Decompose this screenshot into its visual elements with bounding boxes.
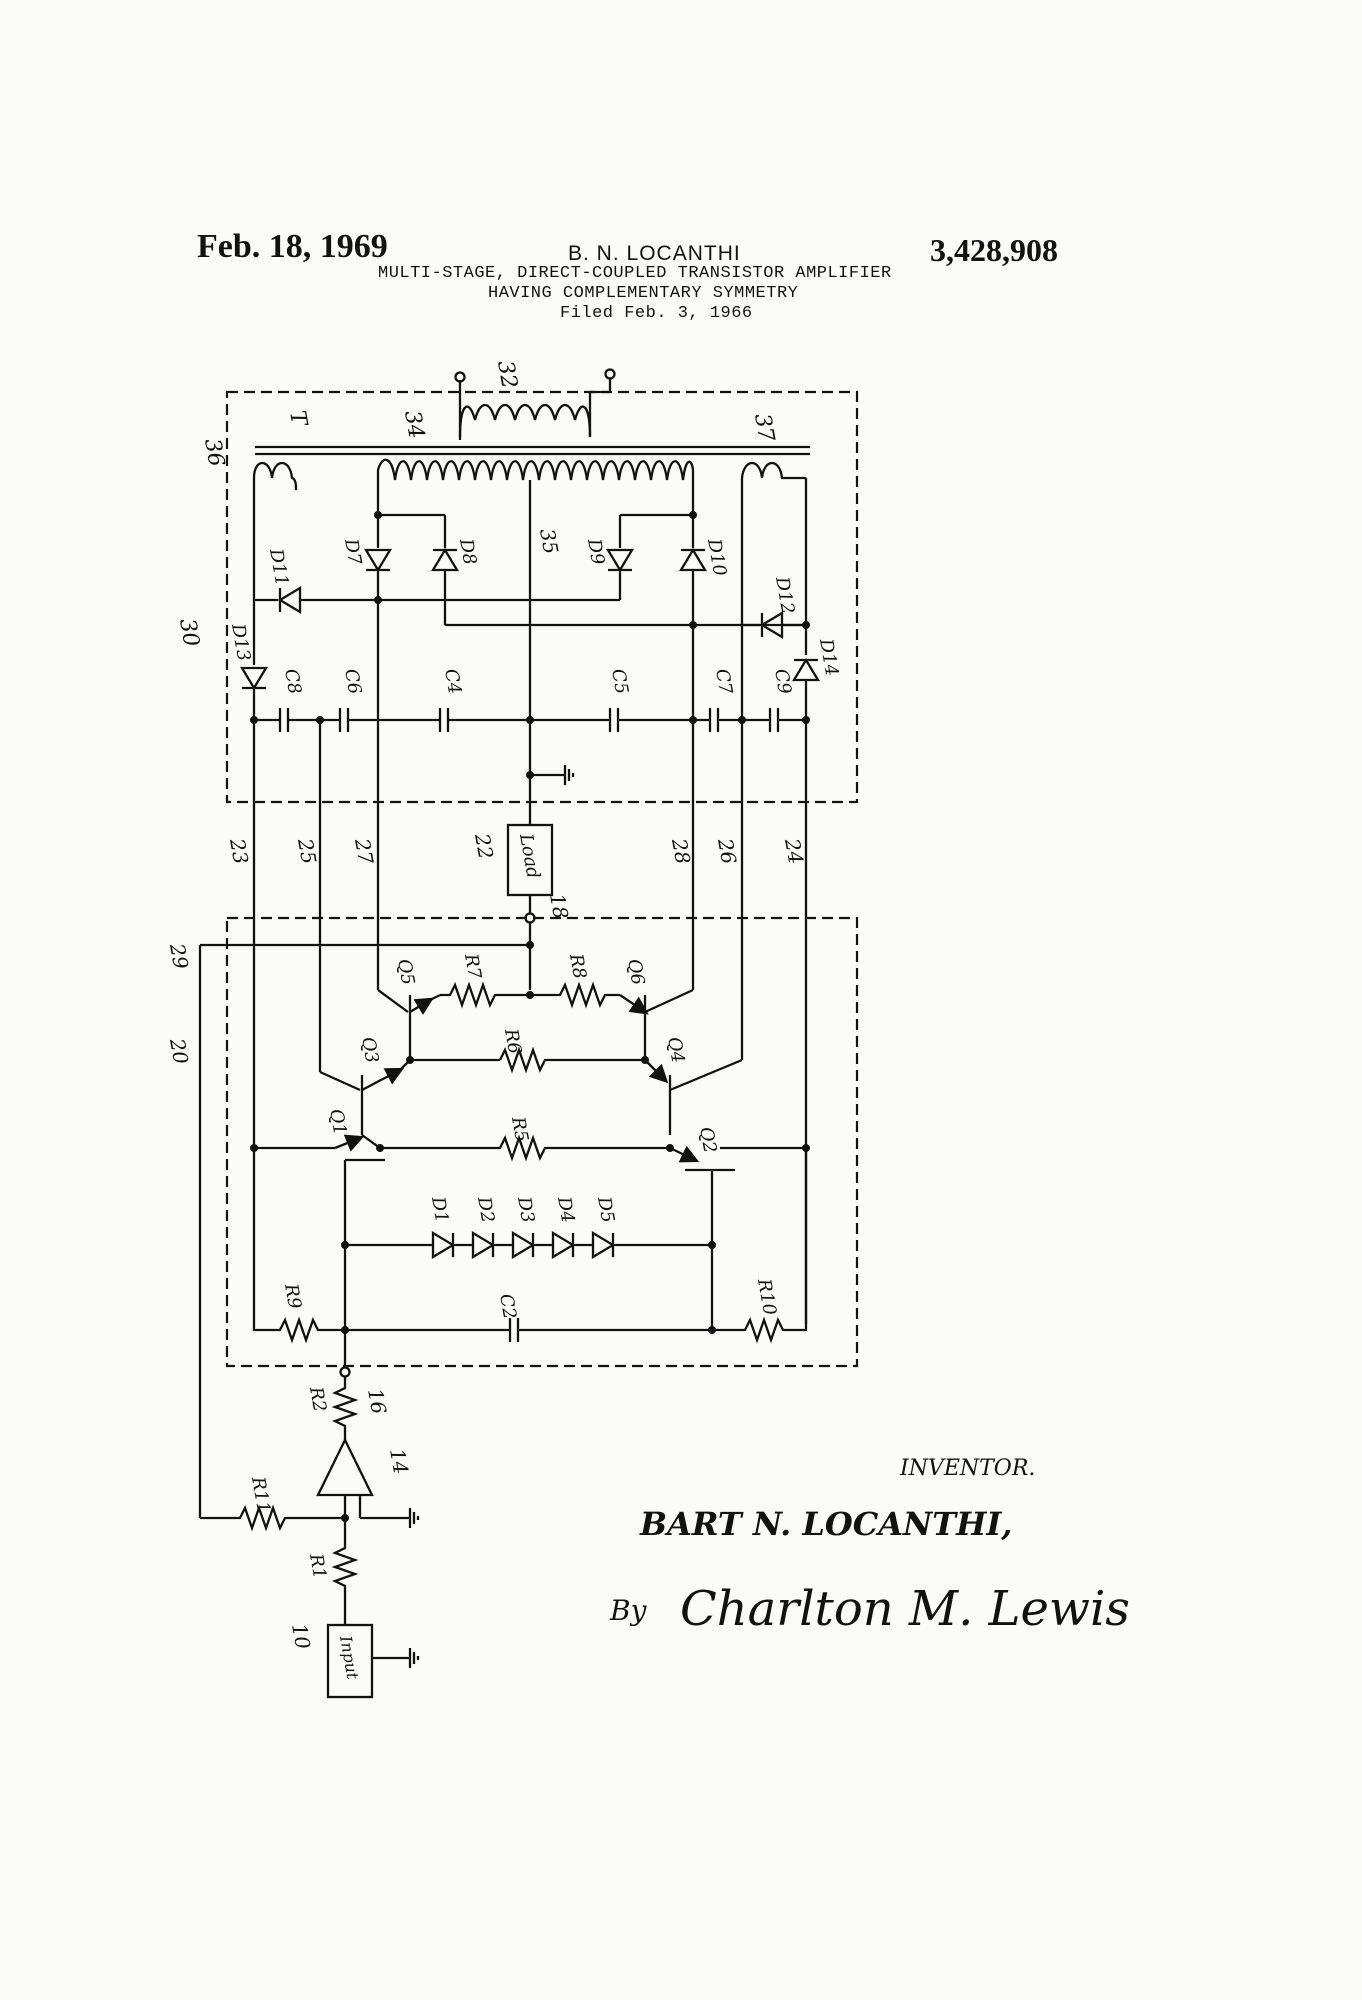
- transformer: [252, 368, 810, 525]
- signature-block: INVENTOR. BART N. LOCANTHI, By Charlton …: [609, 1456, 1130, 1637]
- label-35: 35: [535, 527, 563, 556]
- label-d3: D3: [513, 1194, 538, 1224]
- label-32: 32: [492, 359, 521, 391]
- input-label: Input: [336, 1633, 363, 1681]
- power-supply-box: [225, 390, 859, 804]
- label-q2: Q2: [695, 1125, 720, 1154]
- label-d5: D5: [593, 1194, 618, 1224]
- label-d1: D1: [427, 1194, 452, 1224]
- label-30: 30: [174, 617, 203, 649]
- label-25: 25: [293, 836, 321, 866]
- attorney-signature: Charlton M. Lewis: [680, 1581, 1130, 1637]
- label-29: 29: [165, 941, 193, 971]
- label-22: 22: [470, 831, 498, 861]
- label-26: 26: [713, 836, 741, 866]
- label-q1: Q1: [325, 1107, 350, 1136]
- supply-lines: [252, 490, 808, 1324]
- label-c4: C4: [440, 667, 465, 695]
- component-labels: T 32 34 36 37 35 30 D7 D8 D9 D10 D11 D12…: [165, 359, 842, 1681]
- label-d9: D9: [583, 536, 608, 566]
- label-d11: D11: [265, 546, 292, 587]
- label-20: 20: [165, 1036, 193, 1066]
- bias-network: [252, 1148, 808, 1368]
- label-c6: C6: [340, 667, 365, 695]
- label-r5: R5: [507, 1114, 532, 1143]
- filed-date: Filed Feb. 3, 1966: [560, 304, 753, 323]
- label-36: 36: [199, 437, 228, 469]
- label-c2: C2: [495, 1292, 520, 1320]
- label-d13: D13: [227, 621, 254, 662]
- label-c8: C8: [280, 667, 305, 695]
- label-q3: Q3: [357, 1035, 382, 1064]
- label-r7: R7: [460, 951, 485, 981]
- amplifier-box: [225, 916, 859, 1368]
- label-q5: Q5: [393, 957, 418, 986]
- label-d12: D12: [771, 574, 798, 615]
- label-27: 27: [350, 836, 378, 866]
- rectifier-network: [239, 478, 821, 785]
- title-line-2: HAVING COMPLEMENTARY SYMMETRY: [488, 284, 799, 303]
- label-r6: R6: [500, 1026, 525, 1055]
- label-34: 34: [399, 409, 428, 441]
- load-label: Load: [515, 831, 544, 880]
- input-box: [326, 1623, 374, 1699]
- label-r1: R1: [305, 1551, 330, 1580]
- output-stage: [377, 981, 694, 1060]
- label-d2: D2: [473, 1194, 498, 1224]
- label-q6: Q6: [623, 957, 648, 986]
- driver-stage: [319, 1046, 743, 1135]
- label-r9: R9: [280, 1281, 305, 1310]
- label-14: 14: [385, 1447, 413, 1476]
- input-chain: [200, 1366, 420, 1699]
- label-d4: D4: [553, 1194, 578, 1224]
- label-28: 28: [667, 836, 695, 866]
- inventor-name: B. N. LOCANTHI: [568, 242, 741, 265]
- input-stage: [250, 1134, 810, 1330]
- label-24: 24: [780, 836, 808, 866]
- label-d14: D14: [815, 636, 842, 677]
- label-c5: C5: [607, 667, 632, 695]
- label-37: 37: [749, 412, 778, 444]
- title-line-1: MULTI-STAGE, DIRECT-COUPLED TRANSISTOR A…: [378, 264, 892, 283]
- label-d7: D7: [340, 536, 365, 567]
- patent-number: 3,428,908: [930, 232, 1058, 268]
- bias-diodes: [341, 1230, 716, 1260]
- label-t: T: [284, 409, 312, 430]
- label-10: 10: [287, 1622, 315, 1652]
- inventor-caption: INVENTOR.: [899, 1456, 1035, 1481]
- label-q4: Q4: [663, 1035, 688, 1064]
- label-d10: D10: [703, 536, 730, 577]
- label-r2: R2: [305, 1384, 330, 1413]
- label-r11: R11: [247, 1474, 274, 1515]
- label-23: 23: [225, 836, 253, 866]
- label-c7: C7: [711, 667, 736, 696]
- label-r8: R8: [565, 951, 590, 980]
- label-c9: C9: [770, 667, 795, 695]
- label-d8: D8: [455, 536, 480, 566]
- label-r10: R10: [753, 1276, 780, 1317]
- label-18: 18: [545, 892, 573, 921]
- patent-date: Feb. 18, 1969: [197, 228, 388, 265]
- by-label: By: [609, 1594, 648, 1627]
- label-16: 16: [363, 1387, 391, 1417]
- inventor-signature-name: BART N. LOCANTHI,: [639, 1505, 1012, 1543]
